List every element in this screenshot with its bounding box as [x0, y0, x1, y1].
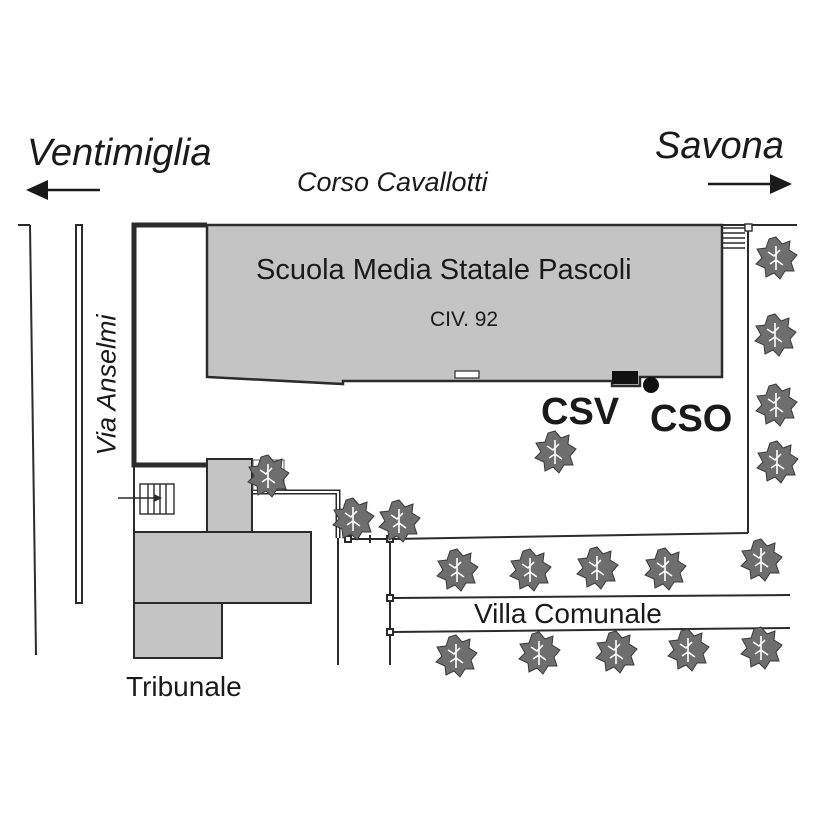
- csv-label: CSV: [541, 391, 620, 433]
- csv-marker-icon: [612, 371, 638, 384]
- tree-icon: [740, 538, 783, 582]
- tree-icon: [755, 236, 798, 280]
- tree-icon: [644, 547, 687, 591]
- tree-icon: [667, 628, 710, 672]
- tree-icon: [378, 499, 421, 543]
- cso-label: CSO: [650, 398, 733, 440]
- via-anselmi-road: [18, 224, 83, 656]
- street-main-label: Corso Cavallotti: [297, 167, 488, 197]
- tree-icon: [740, 626, 783, 670]
- tree-icon: [576, 546, 619, 590]
- tree-icon: [509, 548, 552, 592]
- tree-icon: [518, 631, 561, 675]
- park-label: Villa Comunale: [474, 598, 662, 629]
- tree-icon: [755, 383, 798, 427]
- direction-east-label: Savona: [655, 125, 784, 167]
- tree-icon: [595, 630, 638, 674]
- tribunale-building: [133, 458, 312, 659]
- court-label: Tribunale: [126, 671, 242, 702]
- tree-icon: [534, 430, 577, 474]
- tree-icon: [436, 548, 479, 592]
- cso-marker-icon: [643, 377, 659, 393]
- school-entrance-icon: [454, 370, 480, 379]
- street-side-label: Via Anselmi: [91, 314, 122, 456]
- school-civic-label: CIV. 92: [430, 308, 499, 331]
- tree-icon: [756, 440, 799, 484]
- tree-icon: [754, 313, 797, 357]
- arrow-east-icon: [708, 174, 792, 194]
- school-building: [205, 223, 724, 388]
- stairs-northeast-icon: [722, 223, 753, 249]
- stairs-west-icon: [118, 483, 175, 515]
- school-name-label: Scuola Media Statale Pascoli: [256, 254, 632, 286]
- direction-west-label: Ventimiglia: [27, 132, 212, 174]
- arrow-west-icon: [26, 180, 100, 200]
- tree-icon: [435, 634, 478, 678]
